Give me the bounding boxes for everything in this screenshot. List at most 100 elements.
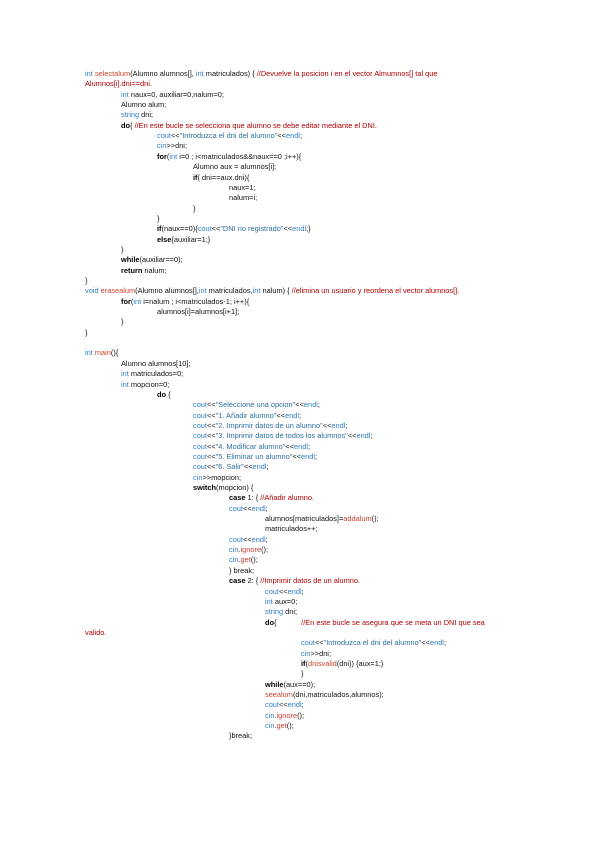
code-token: . — [274, 710, 277, 720]
code-token: //Devuelve la posicion i en el vector Al… — [256, 69, 438, 78]
code-token: "Seleccione una opcion" — [215, 400, 296, 410]
code-token: alumnos[i]=alumnos[i+1]; — [157, 307, 240, 317]
code-token: get — [276, 721, 287, 731]
code-token: cout — [193, 451, 207, 461]
code-token: . — [274, 721, 277, 731]
code-token: ; — [299, 131, 303, 141]
code-token: int — [198, 286, 209, 296]
code-line: else{auxiliar=1;} — [157, 235, 210, 245]
code-token: matriculados, — [208, 286, 253, 296]
code-token: int — [252, 286, 263, 296]
code-token: << — [314, 638, 324, 648]
code-line: } — [85, 328, 87, 338]
code-token: } — [85, 327, 88, 337]
code-token: endl — [292, 224, 307, 234]
code-token: << — [283, 224, 293, 234]
code-token: "2. Imprimir datos de un alumno" — [215, 420, 323, 430]
code-token: nalum=i; — [229, 193, 258, 203]
code-token: ignore — [240, 545, 262, 555]
code-token: Alumno alumnos[10]; — [121, 358, 191, 368]
code-line: switch(mopcion) { — [193, 483, 253, 493]
code-token: case — [229, 493, 248, 503]
code-token: } — [301, 669, 304, 679]
code-line: valido. — [85, 628, 106, 638]
code-token: Alumnos[i].dni==dni. — [85, 79, 152, 89]
code-token: return — [121, 265, 145, 275]
code-line: string dni; — [121, 110, 153, 120]
code-token: (); — [250, 555, 258, 565]
code-token: do — [265, 617, 275, 627]
code-token: dni; — [285, 607, 298, 617]
code-line: do { — [157, 390, 171, 400]
code-line: cout<<endl; — [229, 535, 268, 545]
code-token: i=0 ; i<matriculados&&naux==0 ;i++){ — [179, 151, 302, 161]
code-token: } — [193, 203, 196, 213]
code-token: matriculados=0; — [130, 369, 184, 379]
code-token: cout — [193, 462, 207, 472]
code-token: ; — [266, 462, 269, 472]
code-token: << — [211, 224, 221, 234]
code-token: ( — [305, 658, 308, 668]
code-token: //Imprimir datos de un alumno. — [260, 576, 361, 586]
code-token: erasealum — [100, 286, 136, 296]
code-token: (dni)) {aux=1;} — [336, 658, 384, 668]
code-token: ; — [443, 638, 447, 648]
code-token: } — [121, 244, 124, 254]
code-token: (Alumno alumnos[], — [135, 286, 199, 296]
code-token: int — [169, 151, 180, 161]
code-token: main — [94, 348, 111, 358]
code-token: endl — [331, 420, 346, 430]
code-token: << — [206, 431, 216, 441]
code-token: ; — [317, 400, 320, 410]
code-token: ; — [301, 700, 304, 710]
code-token: "Introduzca el dni del alumno" — [323, 638, 422, 648]
code-token: << — [206, 410, 216, 420]
code-token: << — [277, 131, 286, 141]
code-token: //elimina un usuario y reordena el vecto… — [291, 286, 460, 296]
code-token: cout — [193, 441, 207, 451]
code-token: dni; — [141, 110, 154, 120]
code-token: do — [121, 120, 131, 130]
code-token: selectalum — [94, 69, 131, 78]
code-token: . — [238, 555, 241, 565]
code-token: ;} — [306, 224, 311, 234]
code-line: } — [301, 669, 303, 679]
code-token: int — [85, 348, 95, 358]
code-token: ; — [298, 410, 302, 420]
code-token: "4. Modificar alumno" — [215, 441, 286, 451]
code-token: << — [295, 400, 304, 410]
code-token: 1: { — [247, 493, 261, 503]
code-token: "1. Añadir alumno" — [215, 410, 277, 420]
code-token: << — [242, 503, 252, 513]
code-line: void erasealum(Alumno alumnos[],int matr… — [85, 286, 459, 296]
code-token: endl — [356, 431, 371, 441]
code-token: }break; — [229, 731, 253, 741]
code-line: alumnos[i]=alumnos[i+1]; — [157, 307, 239, 317]
code-token: Alumno alum; — [121, 100, 167, 110]
code-token: cout — [193, 410, 207, 420]
code-token: >>dni; — [310, 648, 332, 658]
code-token: cout — [265, 700, 279, 710]
code-token: int — [265, 596, 275, 606]
code-token: {auxiliar=1;} — [171, 234, 211, 244]
code-token: ( — [166, 151, 170, 161]
code-token: "6. Salir" — [215, 462, 244, 472]
code-token: //En este bucle se selecciona que alumno… — [134, 120, 377, 130]
code-line: nalum=i; — [229, 193, 257, 203]
code-token: << — [278, 700, 288, 710]
code-token: int — [121, 379, 131, 389]
code-line: Alumno aux = alumnos[i]; — [193, 162, 276, 172]
code-token: naux=0, auxiliar=0,nalum=0; — [130, 89, 224, 99]
code-token: cout — [197, 224, 212, 234]
code-token: switch — [193, 483, 216, 492]
code-token: << — [206, 441, 216, 451]
code-token: endl — [303, 400, 318, 410]
code-token: endl — [294, 441, 308, 451]
code-token: cout — [229, 503, 243, 513]
code-token: ; — [370, 431, 373, 441]
code-token: endl — [301, 451, 315, 461]
code-token: //En este bucle se asegura que se meta u… — [301, 617, 485, 627]
code-token: if — [193, 172, 198, 182]
code-line: Alumnos[i].dni==dni. — [85, 79, 152, 89]
code-line: cout<<endl; — [265, 587, 304, 597]
